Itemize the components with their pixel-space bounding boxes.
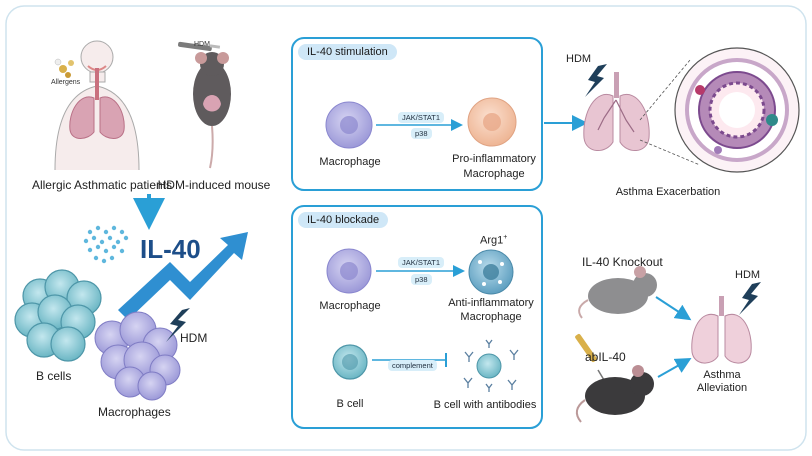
hdm-bottom-label: HDM <box>735 269 761 281</box>
airway-cross-section-icon <box>674 47 800 173</box>
hdm-lightning-top-icon <box>585 64 607 97</box>
anti-inflammatory-label-2: Macrophage <box>460 311 522 323</box>
il40-dots-icon <box>83 225 129 264</box>
blockade-title: IL-40 blockade <box>298 212 389 228</box>
allergens-label: Allergens <box>51 79 81 86</box>
anti-inflammatory-label-1: Anti-inflammatory <box>448 297 534 309</box>
b-cell-with-antibodies <box>463 339 519 392</box>
hdm-pipette-icon <box>178 41 221 52</box>
b-cells-label: B cells <box>36 369 72 383</box>
human-lungs-icon <box>69 68 125 139</box>
knockout-label: IL-40 Knockout <box>582 255 663 269</box>
exacerbation-label: Asthma Exacerbation <box>615 186 721 198</box>
blockade-pathway-top: JAK/STAT1 <box>398 257 445 268</box>
stimulation-macrophage-label: Macrophage <box>319 156 381 168</box>
allergens-icon <box>54 58 74 78</box>
antibody-syringe-icon <box>575 333 605 381</box>
il40-label: IL-40 <box>140 234 201 264</box>
blockade-pathway-bottom: p38 <box>411 274 432 285</box>
macrophages-label: Macrophages <box>98 405 171 419</box>
hdm-lightning-bottom-icon <box>739 282 761 315</box>
b-cell-label: B cell <box>336 398 364 410</box>
hdm-lightning-icon <box>166 308 190 342</box>
alleviation-label-2: Alleviation <box>696 382 748 394</box>
b-cells-cluster-icon <box>14 269 102 362</box>
mouse-label: HDM-induced mouse <box>157 178 271 192</box>
blockade-macrophage-label: Macrophage <box>319 300 381 312</box>
increase-arrow-icon <box>118 232 248 320</box>
stimulation-pathway-top: JAK/STAT1 <box>398 112 445 123</box>
pro-inflammatory-label-1: Pro-inflammatory <box>452 153 536 165</box>
complement-label: complement <box>388 360 437 371</box>
exacerbation-lungs-icon <box>583 72 650 151</box>
treated-mouse-icon <box>575 365 654 423</box>
arg1-label: Arg1+ <box>480 234 508 247</box>
anti-inflammatory-macrophage-cell <box>468 249 514 295</box>
hdm-label-left: HDM <box>180 331 208 345</box>
pro-inflammatory-label-2: Macrophage <box>463 168 525 180</box>
knockout-mouse-icon <box>578 266 657 319</box>
alleviation-lungs-icon <box>691 296 752 364</box>
stimulation-pathway-bottom: p38 <box>411 128 432 139</box>
patients-label: Allergic Asthmatic patients <box>31 178 173 192</box>
hdm-mouse-icon <box>193 52 231 169</box>
hdm-pipette-label: HDM <box>194 41 210 48</box>
alleviation-label-1: Asthma <box>703 369 741 381</box>
abil40-label: abIL-40 <box>585 350 626 364</box>
macrophages-cluster-icon <box>94 311 181 401</box>
hdm-top-label: HDM <box>566 53 592 65</box>
stimulation-title: IL-40 stimulation <box>298 44 397 60</box>
b-cell-antibodies-label: B cell with antibodies <box>433 399 537 411</box>
